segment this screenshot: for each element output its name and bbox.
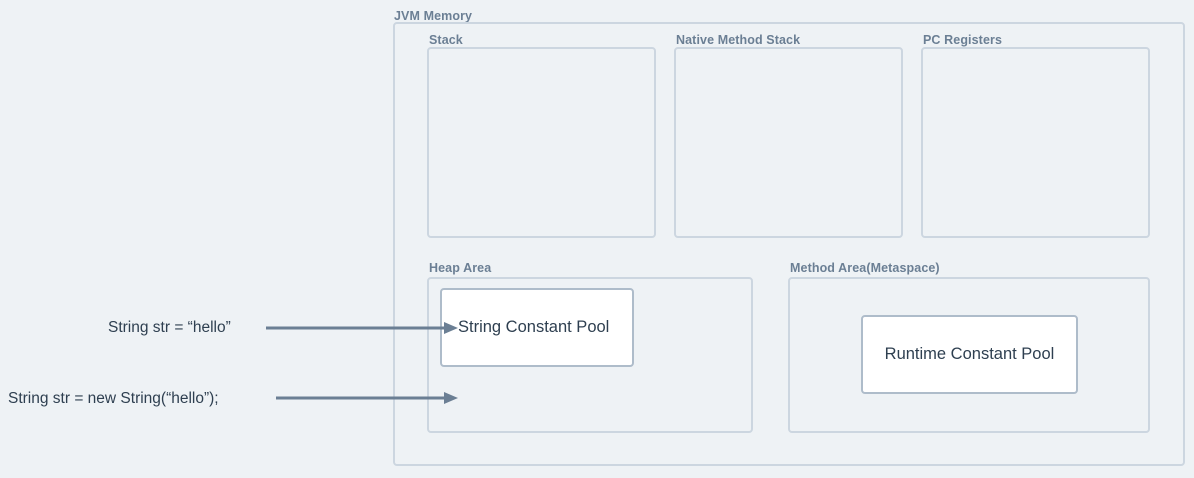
new-string-assignment-arrow-icon xyxy=(276,392,458,404)
stack-label: Stack xyxy=(429,33,463,47)
heap-area-region xyxy=(427,277,753,433)
runtime-constant-pool-box: Runtime Constant Pool xyxy=(861,315,1078,394)
string-constant-pool-box: String Constant Pool xyxy=(440,288,634,367)
method-area-region xyxy=(788,277,1150,433)
stack-region xyxy=(427,47,656,238)
jvm-memory-container xyxy=(393,22,1185,466)
native-method-stack-label: Native Method Stack xyxy=(676,33,801,47)
jvm-memory-label: JVM Memory xyxy=(394,9,473,23)
heap-area-label: Heap Area xyxy=(429,261,492,275)
pc-registers-region xyxy=(921,47,1150,238)
string-constant-pool-label: String Constant Pool xyxy=(458,318,610,337)
pc-registers-label: PC Registers xyxy=(923,33,1003,47)
native-method-stack-region xyxy=(674,47,903,238)
runtime-constant-pool-label: Runtime Constant Pool xyxy=(884,345,1055,364)
literal-assignment-label: String str = “hello” xyxy=(108,319,231,336)
literal-assignment-arrow-icon xyxy=(266,322,458,334)
new-string-assignment-label: String str = new String(“hello”); xyxy=(8,390,219,407)
method-area-label: Method Area(Metaspace) xyxy=(790,261,940,275)
